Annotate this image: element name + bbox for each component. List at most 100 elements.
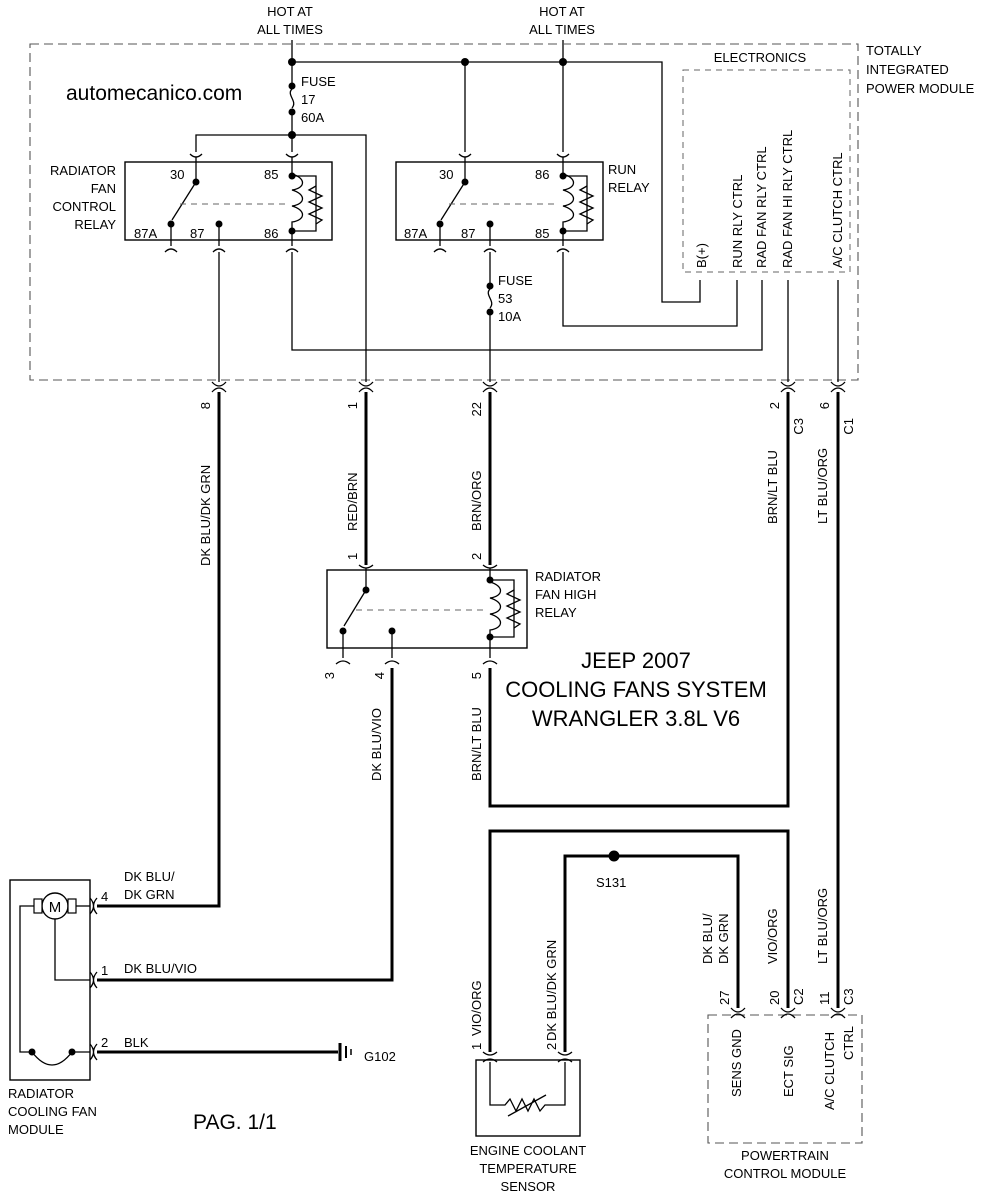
relay-pin-85 [285, 153, 299, 158]
connector-label: C3 [841, 988, 856, 1005]
relay-label-line1: RUN [608, 162, 636, 177]
pcm-label-line1: POWERTRAIN [741, 1148, 829, 1163]
connector-pin2 [89, 1043, 98, 1061]
relay-pin-30 [189, 153, 203, 158]
sensor-label-line2: TEMPERATURE [479, 1161, 577, 1176]
hot-left-line1: HOT AT [267, 4, 313, 19]
electronics-label: ELECTRONICS [714, 50, 807, 65]
sensor-pin-2 [557, 1051, 573, 1063]
ac-clutch-ctrl-label: A/C CLUTCH CTRL [830, 152, 845, 268]
wire-label: RED/BRN [345, 472, 360, 531]
relay-label-line1: RADIATOR [50, 163, 116, 178]
pin-label: 2 [767, 402, 782, 409]
pcm-pin-label: CTRL [841, 1026, 856, 1060]
ground-g102: G102 [97, 1043, 396, 1064]
connector-label: C1 [841, 418, 856, 435]
wire-label: BRN/ORG [469, 470, 484, 531]
pin-label: 1 [345, 402, 360, 409]
fuse-element [289, 88, 295, 109]
pin-label: 8 [198, 402, 213, 409]
relay-coil [562, 157, 575, 246]
sensor-label-line1: ENGINE COOLANT [470, 1143, 586, 1158]
title-line1: JEEP 2007 [581, 648, 691, 673]
wire-dk-blu-vio [97, 668, 394, 982]
thermistor-icon [489, 1062, 566, 1113]
radiator-fan-high-relay: 1 2 3 4 5 RADIATOR FAN HIGH RELAY [322, 553, 601, 679]
relay-resistor [578, 185, 595, 225]
splice-label: S131 [596, 875, 626, 890]
wire-85-to-run-ctrl [562, 252, 738, 327]
fuse17-rating: 60A [301, 110, 324, 125]
pin-label: 87 [190, 226, 204, 241]
relay-pin-30 [458, 153, 472, 158]
motor-brush [33, 898, 43, 914]
wire-86-to-rad-fan-ctrl [291, 252, 763, 351]
fuse-17: FUSE 17 60A [288, 74, 336, 125]
relay-pin-85 [556, 248, 570, 253]
bplus-bus-wire [292, 61, 701, 303]
hot-right-line1: HOT AT [539, 4, 585, 19]
connector-pin4 [89, 897, 98, 915]
connector-pin11 [830, 1007, 846, 1019]
wire-dk-blu-dk-grn [97, 392, 221, 908]
connector-label: C3 [791, 418, 806, 435]
module-label-line3: MODULE [8, 1122, 64, 1137]
run-relay: 30 86 87A 87 85 RUN RELAY [395, 62, 650, 253]
relay-resistor-frame [563, 175, 588, 232]
pin-label: 27 [717, 991, 732, 1005]
pin-label: 2 [544, 1043, 559, 1050]
splice-s131 [608, 850, 620, 862]
relay-label-line4: RELAY [74, 217, 116, 232]
relay-resistor-frame [292, 175, 317, 232]
relay-label-line2: FAN HIGH [535, 587, 596, 602]
harness-wires: DK BLU/DK GRN RED/BRN BRN/ORG BRN/LT BLU… [97, 392, 840, 1008]
relay-switch-arm [171, 181, 197, 221]
sensor-label-line3: SENSOR [501, 1179, 556, 1194]
relay-pin-87a [164, 248, 178, 253]
bplus-label: B(+) [694, 243, 709, 268]
relay-switch-arm [440, 181, 466, 221]
relay-coil [291, 157, 304, 246]
pin-label: 1 [101, 963, 108, 978]
pcm-pin-label: A/C CLUTCH [822, 1032, 837, 1110]
relay-pin-4 [384, 660, 400, 665]
engine-coolant-temperature-sensor: 1 2 ENGINE COOLANT TEMPERATURE SENSOR [469, 1043, 586, 1194]
motor-brush [67, 898, 77, 914]
connector-pin22 [482, 381, 498, 393]
relay-label-line2: RELAY [608, 180, 650, 195]
wire-label: DK GRN [124, 887, 175, 902]
wire-label: DK BLU/VIO [124, 961, 197, 976]
pin-label: 6 [817, 402, 832, 409]
connector-pin2-c3 [780, 381, 796, 393]
relay-pin-87 [212, 248, 226, 253]
ground-label: G102 [364, 1049, 396, 1064]
title-line3: WRANGLER 3.8L V6 [532, 706, 740, 731]
powertrain-control-module: 27 20 C2 11 C3 SENS GND ECT SIG A/C CLUT… [700, 888, 863, 1181]
module-wire [54, 919, 90, 981]
fuse17-branch-wire [195, 134, 367, 382]
pin-label: 85 [264, 167, 278, 182]
fuse-53: FUSE 53 10A [486, 252, 533, 382]
fuse17-number: 17 [301, 92, 315, 107]
wire-label: DK BLU/DK GRN [544, 940, 559, 1041]
relay-box [124, 161, 333, 241]
tipm-boundary [29, 43, 859, 381]
connector-pin1 [358, 381, 374, 393]
wire-label: LT BLU/ORG [815, 448, 830, 524]
wire-label: VIO/ORG [469, 980, 484, 1036]
pin-label: 20 [767, 991, 782, 1005]
connector-pin27 [730, 1007, 746, 1019]
pin-label: 3 [322, 672, 337, 679]
run-rly-ctrl-label: RUN RLY CTRL [730, 175, 745, 268]
fuse-element [487, 288, 493, 309]
wire-brn-lt-blu [488, 392, 790, 808]
rad-fan-rly-ctrl-label: RAD FAN RLY CTRL [754, 146, 769, 268]
thermistor-arrow [507, 1094, 547, 1117]
pin-label: 86 [264, 226, 278, 241]
electronics-box [682, 69, 851, 273]
relay-label-line3: CONTROL [52, 199, 116, 214]
relay-pin-86 [556, 153, 570, 158]
wire-label: BRN/LT BLU [765, 450, 780, 524]
rad-fan-hi-rly-ctrl-label: RAD FAN HI RLY CTRL [780, 130, 795, 268]
